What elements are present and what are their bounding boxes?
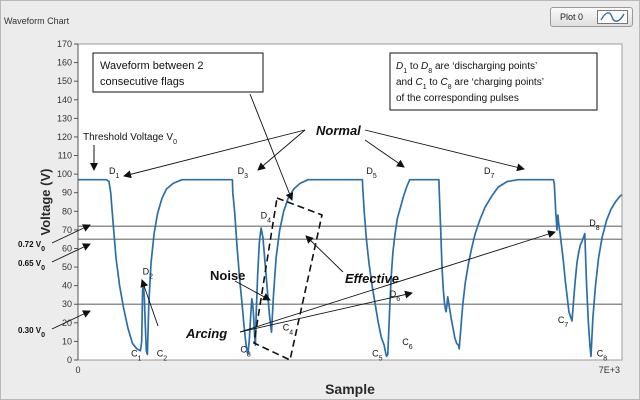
annotation-points-line1: D1 to D8 are ‘discharging points’ bbox=[396, 61, 537, 75]
y-tick-label: 170 bbox=[57, 39, 72, 49]
y-axis-label: Voltage (V) bbox=[38, 169, 53, 236]
y-tick-label: 30 bbox=[62, 299, 72, 309]
normal-arrow-d7 bbox=[364, 129, 525, 172]
d1-label: D1 bbox=[109, 166, 120, 180]
annotation-noise: Noise bbox=[210, 268, 245, 283]
y-tick-label: 140 bbox=[57, 95, 72, 105]
threshold-arrow bbox=[51, 224, 91, 244]
x-tick-label: 7E+3 bbox=[599, 365, 620, 375]
y-tick-label: 110 bbox=[58, 151, 72, 161]
annotation-effective: Effective bbox=[345, 271, 399, 286]
c6-label: C6 bbox=[402, 337, 413, 351]
noise-arrow bbox=[234, 280, 271, 301]
annotation-box-points bbox=[389, 52, 598, 111]
y-tick-label: 50 bbox=[62, 262, 72, 272]
chart-window-title: Waveform Chart bbox=[4, 16, 70, 26]
annotation-points-line2: and C1 to C8 are ‘charging points’ bbox=[396, 77, 544, 91]
d6-label: D6 bbox=[390, 289, 401, 303]
normal-arrow-d1 bbox=[123, 129, 306, 179]
annotation-waveform-line2: consecutive flags bbox=[100, 76, 185, 88]
threshold-voltage-label: Threshold Voltage V0 bbox=[83, 132, 177, 146]
y-tick-label: 70 bbox=[62, 225, 72, 235]
c7-label: C7 bbox=[558, 315, 569, 329]
annotation-points-line3: of the corresponding pulses bbox=[396, 93, 519, 104]
annotation-normal: Normal bbox=[316, 123, 361, 138]
threshold-label: 0.72 V0 bbox=[18, 240, 45, 253]
c2-label: C2 bbox=[157, 348, 168, 362]
d2-label: D2 bbox=[143, 266, 154, 280]
arcing-arrow-d8 bbox=[239, 230, 556, 333]
y-tick-label: 20 bbox=[62, 318, 72, 328]
y-tick-label: 40 bbox=[62, 281, 72, 291]
y-tick-label: 130 bbox=[57, 113, 72, 123]
waveform-box-arrow bbox=[249, 93, 294, 201]
series-line bbox=[78, 178, 623, 358]
d7-label: D7 bbox=[484, 166, 495, 180]
y-tick-label: 90 bbox=[62, 188, 72, 198]
c8-label: C8 bbox=[597, 348, 608, 362]
y-tick-label: 60 bbox=[62, 243, 72, 253]
c3-label: C3 bbox=[240, 345, 251, 359]
arcing-arrow-d6 bbox=[239, 290, 413, 333]
plot-legend-label: Plot 0 bbox=[560, 12, 584, 22]
d5-label: D5 bbox=[366, 166, 377, 180]
d4-label: D4 bbox=[261, 211, 272, 225]
plot-legend-button[interactable]: Plot 0 bbox=[550, 7, 633, 27]
normal-arrow-d5 bbox=[364, 139, 405, 168]
y-tick-label: 100 bbox=[57, 169, 72, 179]
y-tick-label: 160 bbox=[57, 58, 72, 68]
c4-label: C4 bbox=[283, 322, 294, 336]
d8-label: D8 bbox=[589, 218, 600, 232]
x-axis: 0 7E+3 bbox=[75, 365, 620, 375]
y-axis: 0 10 20 30 40 50 60 70 80 90 100 110 120 130 140 150 160… bbox=[57, 39, 79, 365]
c5-label: C5 bbox=[372, 348, 383, 362]
threshold-arrow bbox=[51, 243, 91, 263]
annotation-box-waveform bbox=[92, 52, 264, 93]
threshold-label: 0.30 V0 bbox=[18, 326, 45, 339]
threshold-label: 0.65 V0 bbox=[18, 259, 45, 272]
y-tick-label: 150 bbox=[57, 76, 72, 86]
y-tick-label: 0 bbox=[67, 355, 72, 365]
y-tick-label: 80 bbox=[62, 206, 72, 216]
x-tick-label: 0 bbox=[75, 365, 80, 375]
arcing-arrow-d2 bbox=[140, 279, 159, 327]
annotation-waveform-line1: Waveform between 2 bbox=[100, 60, 204, 72]
effective-arrow bbox=[305, 235, 344, 273]
annotations: Waveform between 2 consecutive flags D1 to… bbox=[83, 52, 598, 362]
threshold-arrow bbox=[51, 310, 91, 330]
y-tick-label: 120 bbox=[57, 132, 72, 142]
annotation-arcing: Arcing bbox=[185, 326, 227, 341]
normal-arrow-d3 bbox=[257, 129, 306, 171]
c1-label: C1 bbox=[131, 348, 142, 362]
d3-label: D3 bbox=[238, 166, 249, 180]
x-axis-label: Sample bbox=[325, 381, 375, 397]
y-tick-label: 10 bbox=[62, 336, 72, 346]
plot-line-swatch-icon bbox=[597, 10, 628, 24]
